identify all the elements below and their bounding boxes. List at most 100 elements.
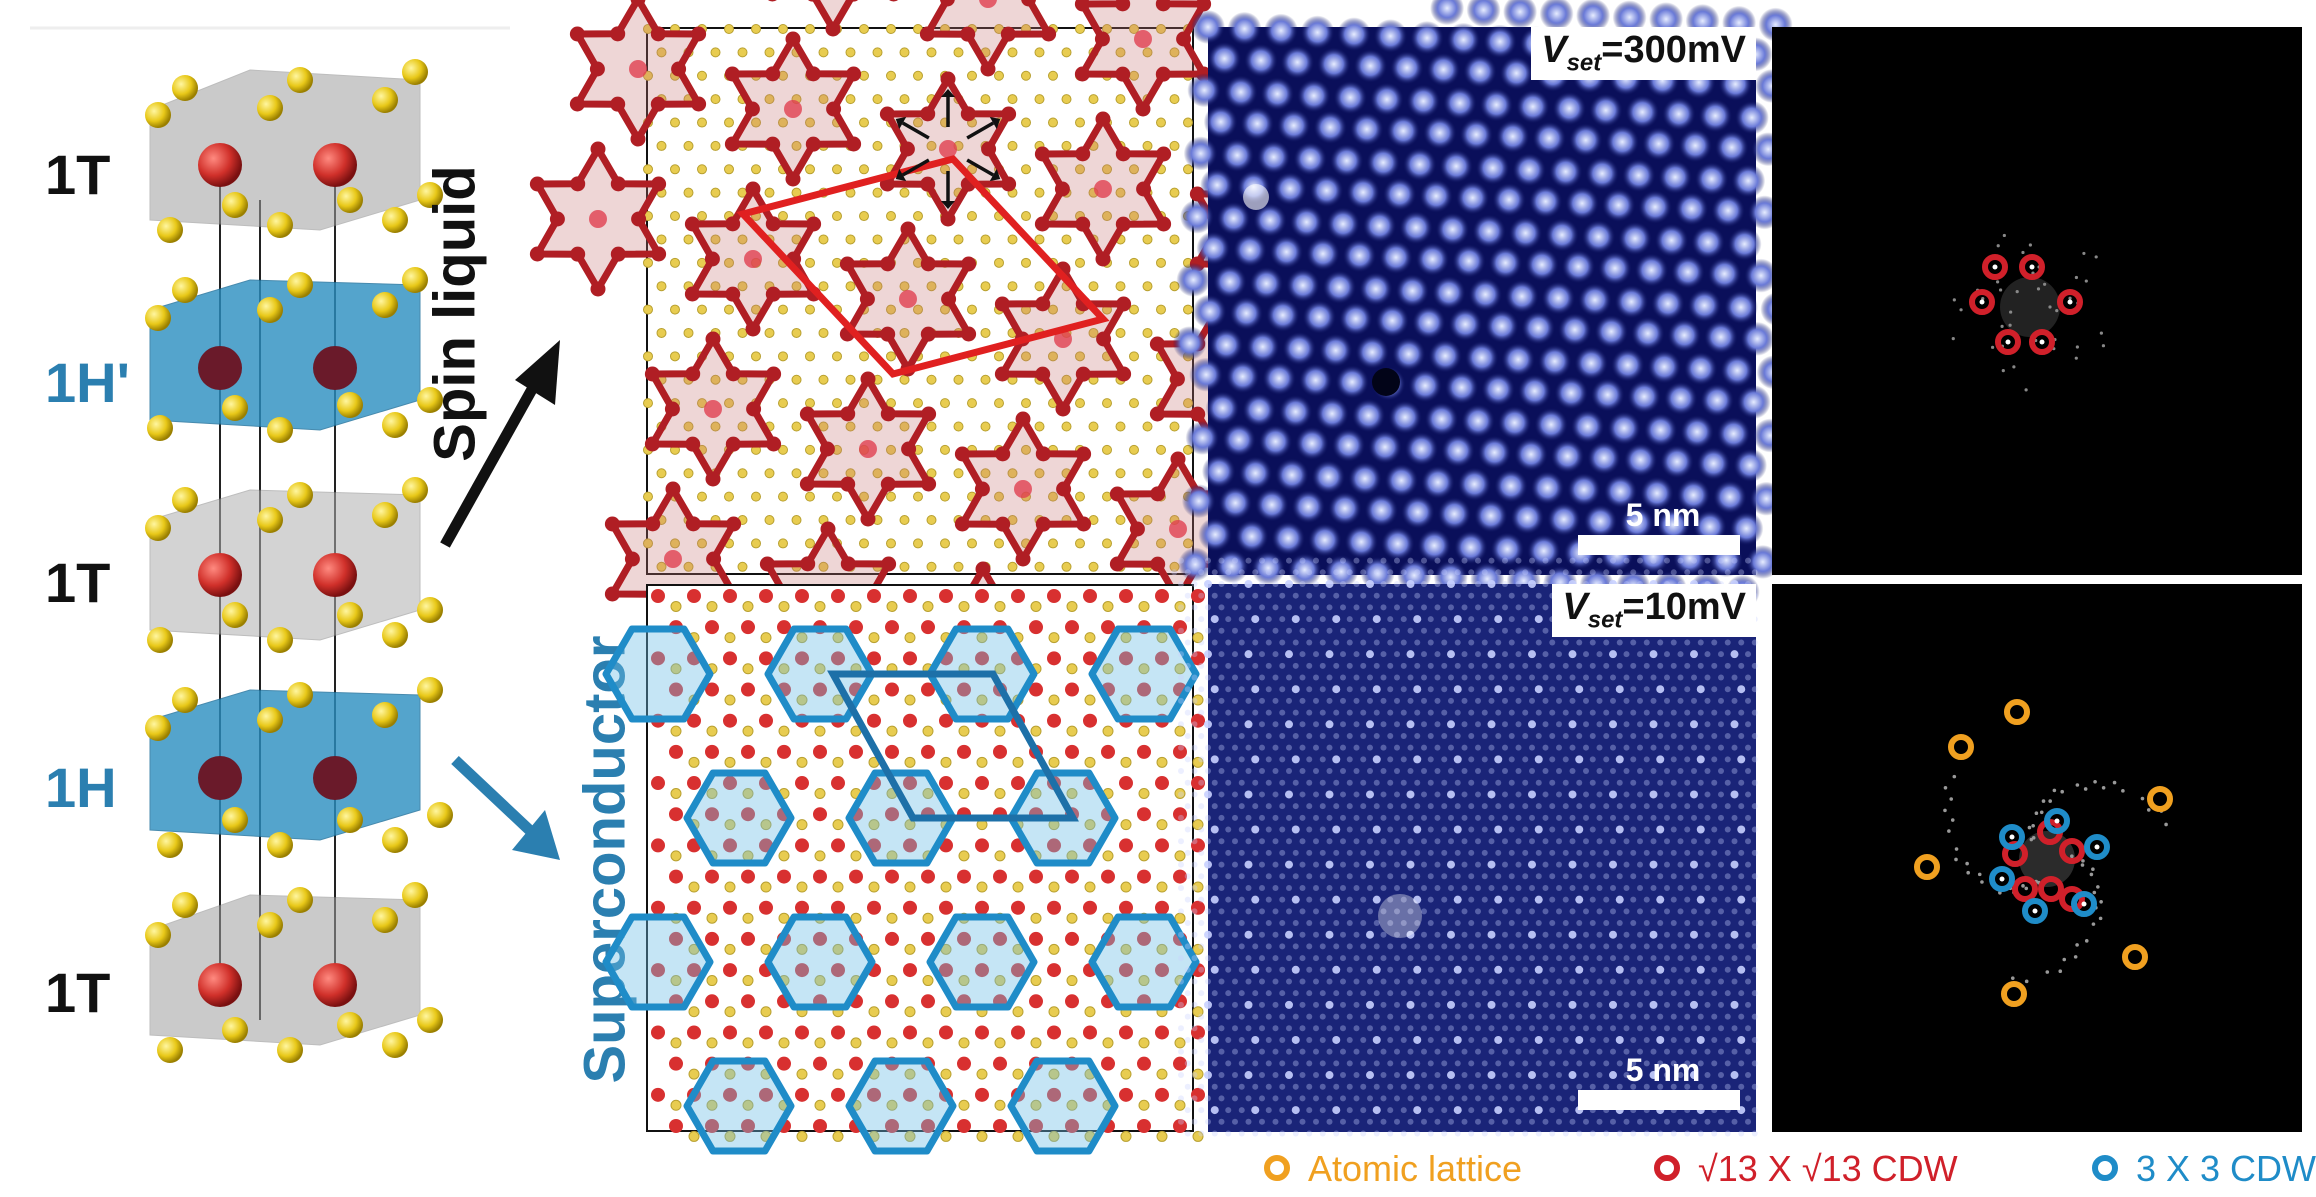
stm-dot [1244, 580, 1253, 588]
star-vertex-atom [745, 181, 761, 197]
stm-dot [1454, 873, 1461, 880]
metal-atom [831, 1025, 845, 1040]
stm-dot [1292, 920, 1299, 927]
stm-dot [1346, 662, 1353, 669]
stm-dot [1664, 1048, 1670, 1055]
chalcogen-atom [976, 881, 988, 893]
star-vertex-atom [880, 326, 896, 342]
lattice-dot [994, 351, 1004, 362]
cdw-hexagon [1007, 1057, 1119, 1155]
stm-dot [1340, 604, 1346, 611]
stm-spot [1380, 526, 1415, 561]
stm-spot [1643, 413, 1678, 448]
lattice-dot [832, 211, 842, 222]
stm-dot [1413, 755, 1422, 764]
stm-dot [1205, 955, 1211, 962]
stm-dot [1313, 908, 1319, 915]
lattice-dot [1034, 421, 1045, 432]
stm-dot [1387, 616, 1394, 623]
stm-dot [1394, 557, 1400, 564]
stm-dot [1360, 779, 1367, 786]
star-vertex-atom [1135, 101, 1151, 117]
stm-dot [1670, 569, 1677, 576]
chalcogen-atom [1120, 881, 1132, 893]
stm-dot [1711, 709, 1718, 716]
stm-dot [1291, 685, 1300, 694]
stm-dot [1306, 873, 1313, 880]
fft-noise [2093, 779, 2097, 784]
stm-dot [1670, 826, 1677, 833]
stm-dot [1508, 709, 1515, 716]
metal-atom [759, 1087, 773, 1102]
stm-dot [1366, 650, 1374, 659]
lattice-dot [818, 327, 829, 338]
stm-spot [1733, 448, 1768, 483]
stm-dot [1745, 1072, 1751, 1079]
chalcogen-atom [886, 1037, 898, 1049]
stm-spot [1696, 446, 1731, 481]
stm-dot [1218, 744, 1225, 751]
lattice-dot [805, 257, 815, 268]
chalcogen-atom [760, 632, 772, 644]
stm-dot [1657, 873, 1664, 880]
star-vertex-atom [995, 446, 1011, 462]
lattice-dot [872, 94, 883, 105]
star-vertex-atom [921, 406, 937, 422]
stm-dot [1198, 616, 1205, 623]
stm-dot [1447, 720, 1455, 729]
stm-dot [1609, 860, 1617, 869]
lattice-dot [656, 281, 667, 292]
stm-dot [1697, 709, 1704, 716]
stm-dot [1664, 721, 1670, 728]
stm-dot [1603, 849, 1610, 856]
stm-spot [1441, 433, 1476, 468]
stm-dot [1306, 709, 1313, 716]
stm-dot [1191, 1095, 1198, 1102]
stm-dot [1232, 861, 1238, 868]
stm-dot [1360, 709, 1367, 716]
stm-dot [1319, 709, 1326, 716]
stm-dot [1745, 744, 1751, 751]
metal-atom [759, 651, 773, 666]
stm-dot [1178, 1095, 1184, 1102]
star-vertex-atom [785, 171, 801, 187]
stm-dot [1407, 627, 1414, 634]
stm-dot [1468, 1036, 1475, 1043]
stm-dot [1637, 674, 1643, 681]
breathing-arrow [966, 158, 995, 177]
fft-noise [2009, 310, 2013, 314]
fft-image-top [1772, 27, 2302, 575]
stm-dot [1421, 931, 1427, 938]
stm-dot [1475, 884, 1481, 891]
star-vertex-atom [671, 61, 687, 77]
lattice-dot [710, 374, 721, 385]
stm-dot [1630, 826, 1637, 833]
chalcogen-atom [922, 725, 934, 737]
stm-dot [1542, 697, 1549, 704]
chalcogen-atom [1138, 1037, 1150, 1049]
stm-dot [1569, 1118, 1576, 1125]
stm-dot [1724, 1083, 1731, 1090]
stm-dot [1522, 1060, 1529, 1067]
star-center-atom [899, 290, 917, 308]
lattice-dot [1075, 257, 1085, 268]
stm-dot [1475, 557, 1481, 564]
stm-dot [1400, 1130, 1407, 1137]
stm-dot [1259, 1072, 1265, 1079]
stm-dot [1198, 896, 1205, 903]
stm-dot [1232, 908, 1238, 915]
stm-dot [1623, 674, 1630, 681]
stm-dot [1623, 931, 1630, 938]
stm-dot [1596, 931, 1603, 938]
star-vertex-atom [767, 0, 777, 2]
stm-dot [1637, 768, 1643, 775]
stm-spot [1565, 186, 1600, 221]
stm-dot [1333, 849, 1340, 856]
stm-dot [1481, 896, 1488, 903]
chalcogen-atom [1012, 881, 1024, 893]
stm-dot [1225, 1083, 1232, 1090]
stm-dot [1475, 651, 1481, 658]
lattice-dot [1088, 327, 1099, 338]
stm-dot [1488, 697, 1495, 704]
stm-dot [1502, 744, 1508, 751]
